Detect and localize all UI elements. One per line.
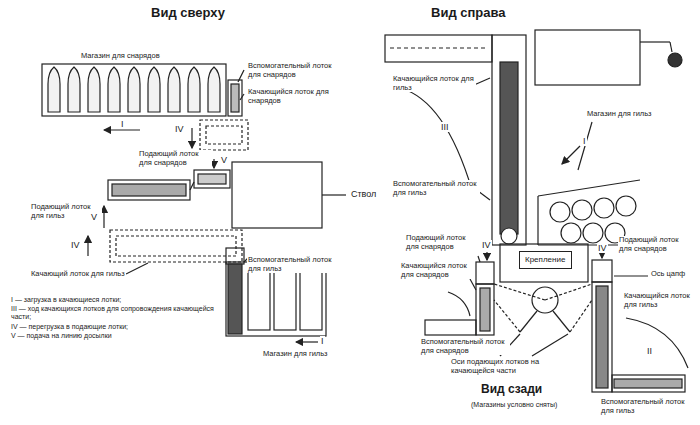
part-label: Магазин для гильз xyxy=(262,350,329,359)
view-heading: Вид сзади xyxy=(480,383,543,397)
right-view xyxy=(385,30,682,245)
key-note: V — подача на линию досылки xyxy=(10,332,222,340)
key-note: I — загрузка в качающиеся лотки; xyxy=(10,296,222,304)
part-label: Вспомогательный лоток для снарядов xyxy=(247,62,347,79)
view-heading: Вид сверху xyxy=(150,6,226,21)
part-label: Вспомогательный лоток для гильз xyxy=(392,180,480,197)
key-note: IV — перегрузка в подающие лотки; xyxy=(10,323,222,331)
part-label: Вспомогательный лоток для гильз xyxy=(600,398,692,415)
key-note: III — ход качающихся лотков для сопровож… xyxy=(10,305,222,321)
part-label: Подающий лоток для снарядов xyxy=(405,234,479,251)
part-label: Магазин для снарядов xyxy=(80,52,161,61)
callout-number: V xyxy=(220,155,228,165)
part-label: Качающийся лоток для снарядов xyxy=(247,88,347,105)
part-label: Подающий лоток для снарядов xyxy=(138,150,212,167)
part-label: Ось цапф xyxy=(650,270,686,279)
part-label: Качающийся лоток для гильз xyxy=(623,292,697,309)
part-label: Подающий лоток для снарядов xyxy=(618,236,692,253)
part-label: Вспомогательный лоток для снарядов xyxy=(420,338,510,355)
callout-number: IV xyxy=(70,240,81,250)
callout-number: II xyxy=(646,346,653,356)
part-label: Качающийся лоток для гильз xyxy=(392,75,476,92)
callout-number: IV xyxy=(481,240,492,250)
box-label: Крепление xyxy=(525,255,566,264)
callout-number: IV xyxy=(597,243,608,253)
mount-box: Крепление xyxy=(519,251,572,269)
note: (Магазины условно сняты) xyxy=(470,401,558,409)
callout-number: IV xyxy=(174,124,185,134)
part-label: Оси подающих лотков на качающейся части xyxy=(450,358,552,375)
callout-number: III xyxy=(440,122,450,132)
callout-number: I xyxy=(120,119,125,129)
part-label: Качающий лоток для гильз xyxy=(30,270,126,279)
part-label: Качающийся лоток для снарядов xyxy=(400,262,472,279)
part-label: Магазин для гильз xyxy=(586,110,653,119)
part-label: Ствол xyxy=(350,189,377,199)
callout-number: I xyxy=(582,136,587,146)
part-label: Вспомогательный лоток для гильз xyxy=(247,256,347,273)
callout-number: V xyxy=(90,212,98,222)
view-heading: Вид справа xyxy=(430,6,507,21)
callout-number: I xyxy=(320,336,325,346)
